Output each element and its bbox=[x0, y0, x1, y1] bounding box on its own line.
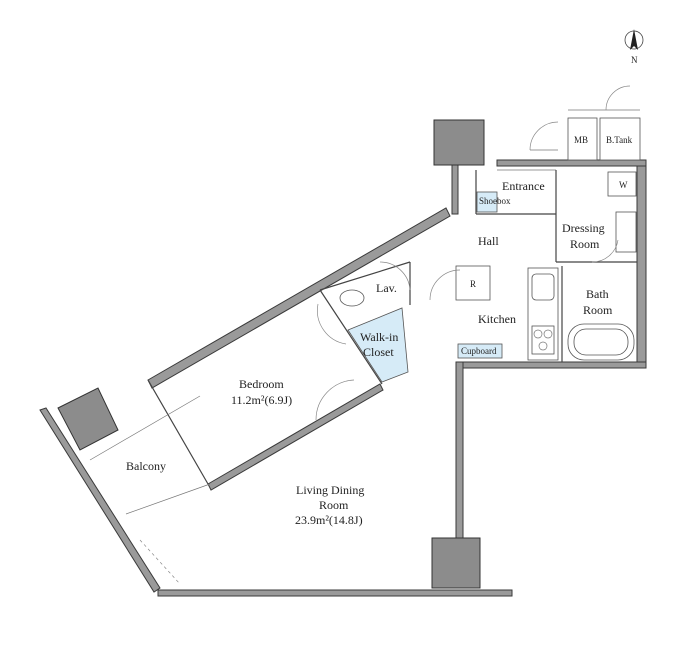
bedroom-door-swing-2 bbox=[315, 379, 355, 421]
dressing-door-swing bbox=[591, 239, 619, 263]
label-entrance: Entrance bbox=[502, 179, 545, 193]
bedroom-door-swing-1 bbox=[317, 303, 347, 345]
shoebox-fill bbox=[476, 191, 498, 213]
wall-right bbox=[636, 159, 647, 369]
lav-door-swing bbox=[379, 261, 411, 291]
label-ldr-1: Living Dining bbox=[296, 483, 364, 497]
label-washer: W bbox=[619, 180, 628, 190]
mb-box bbox=[567, 117, 598, 161]
label-balcony: Balcony bbox=[126, 459, 166, 473]
balcony-line-2 bbox=[125, 483, 211, 515]
burner-icon bbox=[533, 329, 543, 339]
column-balcony bbox=[57, 387, 119, 451]
label-hall: Hall bbox=[478, 234, 499, 248]
toilet bbox=[339, 289, 365, 307]
label-bath-1: Bath bbox=[586, 287, 609, 301]
interior-walls bbox=[89, 109, 641, 585]
entrance-door-swing bbox=[529, 121, 559, 151]
label-walkin-2: Closet bbox=[363, 345, 394, 359]
wall-ldr-bottom bbox=[157, 589, 513, 597]
btank-box bbox=[599, 117, 641, 161]
label-btank: B.Tank bbox=[606, 135, 633, 145]
label-bedroom-area: 11.2m²(6.9J) bbox=[231, 393, 292, 407]
doors bbox=[315, 85, 631, 421]
wall-top bbox=[496, 159, 647, 167]
label-shoebox: Shoebox bbox=[479, 196, 511, 206]
bathtub-inner bbox=[573, 328, 629, 356]
burner-icon bbox=[543, 329, 553, 339]
washer-box bbox=[607, 171, 637, 197]
wall-lav-top bbox=[319, 261, 411, 291]
label-kitchen: Kitchen bbox=[478, 312, 516, 326]
label-dressing-2: Room bbox=[570, 237, 600, 251]
balcony-line-1 bbox=[89, 395, 201, 461]
label-fridge: R bbox=[470, 279, 476, 289]
north-arrow-icon bbox=[630, 29, 638, 50]
burner-icon bbox=[538, 341, 548, 351]
column-bottom bbox=[431, 537, 481, 589]
compass-label: N bbox=[631, 55, 638, 65]
label-lav: Lav. bbox=[376, 281, 397, 295]
vanity-unit bbox=[615, 211, 637, 253]
column-top bbox=[433, 119, 485, 166]
label-walkin-1: Walk-in bbox=[360, 330, 398, 344]
room-labels: Entrance Shoebox MB B.Tank W Hall Dressi… bbox=[126, 135, 633, 527]
wall-kitchen-bottom bbox=[455, 361, 647, 369]
compass: N bbox=[624, 29, 644, 65]
label-bath-2: Room bbox=[583, 303, 613, 317]
kitchen-sink bbox=[531, 273, 555, 301]
walkin-closet-fill bbox=[347, 307, 409, 383]
wall-entry-left bbox=[451, 161, 459, 215]
label-ldr-2: Room bbox=[319, 498, 349, 512]
exterior-walls bbox=[39, 159, 647, 597]
label-cupboard: Cupboard bbox=[461, 346, 497, 356]
cooktop bbox=[531, 325, 555, 355]
utility-door-swing bbox=[605, 85, 631, 111]
wall-balcony-outer bbox=[39, 407, 161, 593]
fridge-space bbox=[455, 265, 491, 301]
wall-diagonal-lower bbox=[207, 383, 384, 491]
kitchen-door-swing bbox=[429, 269, 461, 301]
label-bedroom: Bedroom bbox=[239, 377, 284, 391]
wall-ldr-right bbox=[455, 361, 464, 541]
label-ldr-area: 23.9m²(14.8J) bbox=[295, 513, 363, 527]
label-dressing-1: Dressing bbox=[562, 221, 605, 235]
wall-bedroom-left bbox=[147, 379, 209, 485]
wall-bedroom-right bbox=[319, 289, 383, 385]
label-mb: MB bbox=[574, 135, 588, 145]
ldr-window-line bbox=[139, 539, 181, 585]
cupboard-fill bbox=[457, 343, 503, 359]
